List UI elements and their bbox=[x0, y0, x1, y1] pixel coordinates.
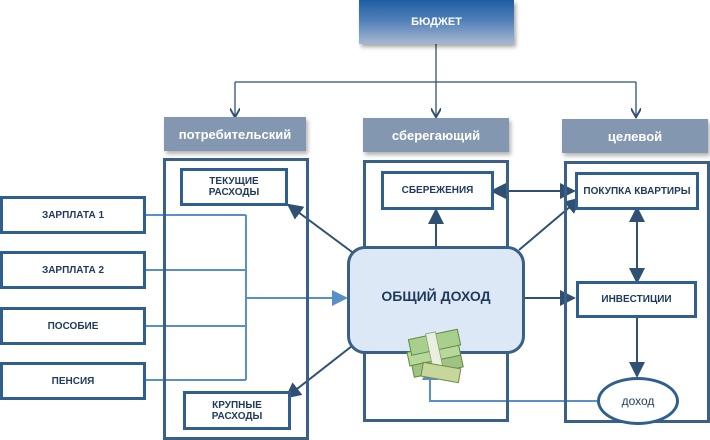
savings-box: СБЕРЕЖЕНИЯ bbox=[381, 171, 494, 210]
budget-title: БЮДЖЕТ bbox=[359, 0, 514, 44]
budget-tree-connector bbox=[235, 44, 636, 116]
investments-box: ИНВЕСТИЦИИ bbox=[576, 281, 697, 318]
investment-income-ellipse: доход bbox=[597, 377, 679, 425]
type-saving-header: сберегающий bbox=[363, 118, 509, 152]
consumer-column bbox=[163, 158, 309, 440]
large-expenses-box: КРУПНЫЕ РАСХОДЫ bbox=[183, 391, 291, 430]
center-arrows bbox=[284, 183, 645, 399]
income-source-salary-1: ЗАРПЛАТА 1 bbox=[0, 196, 146, 234]
income-source-salary-2: ЗАРПЛАТА 2 bbox=[0, 251, 146, 289]
total-income-label: ОБЩИЙ ДОХОД bbox=[381, 288, 491, 304]
income-source-pension: ПЕНСИЯ bbox=[0, 362, 146, 400]
income-bus bbox=[146, 214, 348, 381]
type-target-header: целевой bbox=[562, 119, 708, 153]
income-return-arrow bbox=[422, 364, 597, 402]
money-stack-icon bbox=[406, 328, 464, 384]
current-expenses-box: ТЕКУЩИЕ РАСХОДЫ bbox=[180, 168, 288, 206]
apartment-purchase-box: ПОКУПКА КВАРТИРЫ bbox=[575, 172, 699, 210]
income-source-allowance: ПОСОБИЕ bbox=[0, 307, 146, 345]
type-consumer-header: потребительский bbox=[164, 117, 306, 151]
